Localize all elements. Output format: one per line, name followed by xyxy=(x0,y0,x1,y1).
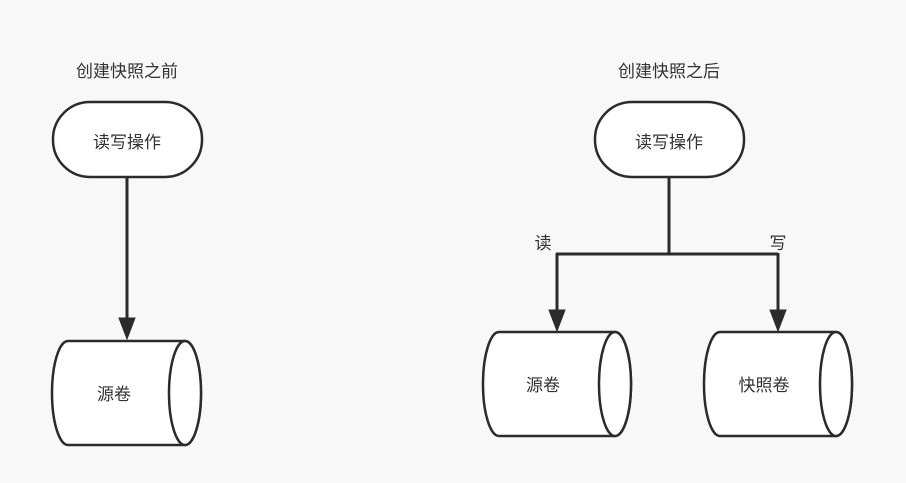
write-arrowhead xyxy=(769,309,787,333)
right-operation-label: 读写操作 xyxy=(635,133,703,153)
right-source-cylinder-end xyxy=(597,330,633,438)
right-source-volume[interactable] xyxy=(481,330,633,438)
left-source-volume[interactable] xyxy=(50,339,203,447)
snapshot-volume-label: 快照卷 xyxy=(739,376,790,396)
after-snapshot-title: 创建快照之后 xyxy=(618,62,720,82)
read-label: 读 xyxy=(535,234,552,254)
read-arrowhead xyxy=(548,309,566,333)
left-arrowhead xyxy=(118,317,136,341)
snapshot-volume[interactable] xyxy=(702,330,854,438)
right-source-volume-label: 源卷 xyxy=(526,376,560,396)
after-snapshot-panel: 创建快照之后 读写操作 读 写 源卷 快照卷 xyxy=(481,62,854,438)
left-source-cylinder-end xyxy=(167,339,203,447)
before-snapshot-title: 创建快照之前 xyxy=(76,62,178,82)
left-source-volume-label: 源卷 xyxy=(97,385,131,405)
write-label: 写 xyxy=(770,234,787,254)
snapshot-cylinder-end xyxy=(818,330,854,438)
left-operation-label: 读写操作 xyxy=(93,133,161,153)
before-snapshot-panel: 创建快照之前 读写操作 源卷 xyxy=(50,62,204,447)
